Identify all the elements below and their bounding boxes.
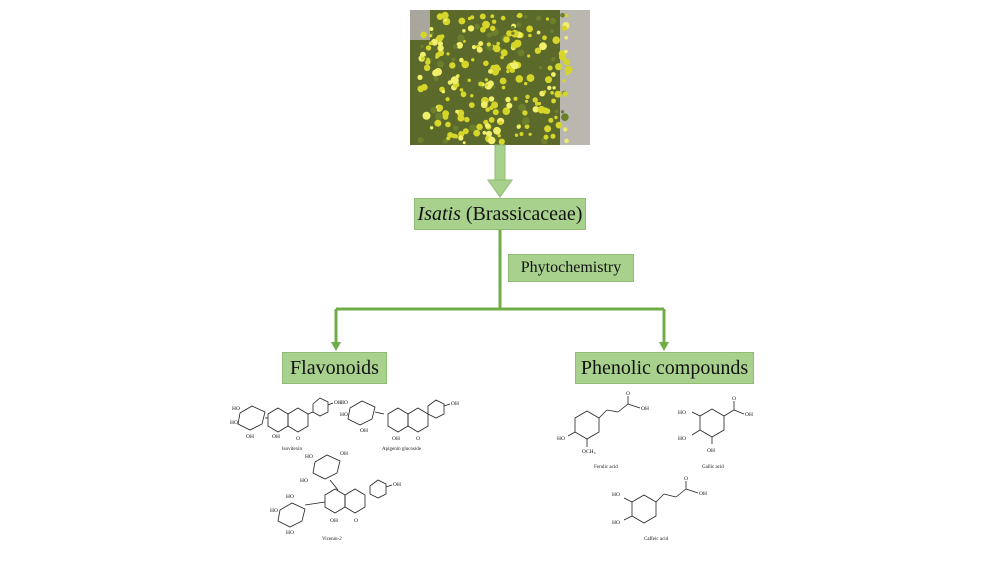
svg-text:HO: HO (678, 410, 686, 416)
svg-text:OH: OH (707, 448, 715, 454)
svg-text:OH: OH (393, 482, 401, 488)
svg-text:OH: OH (334, 400, 342, 406)
svg-text:O: O (354, 518, 358, 524)
svg-text:HO: HO (286, 494, 294, 500)
svg-text:OH: OH (392, 436, 400, 442)
isatis-node: Isatis (Brassicaceae) (414, 198, 586, 230)
genus-name: Isatis (417, 202, 461, 225)
caffeic-acid-structure: HO HO O OH (612, 476, 707, 526)
svg-text:O: O (732, 396, 736, 402)
svg-text:HO: HO (300, 478, 308, 484)
isatis-plant-photo (410, 10, 590, 145)
flavonoids-node: Flavonoids (282, 352, 387, 384)
svg-text:HO: HO (340, 400, 348, 406)
svg-text:OH: OH (641, 406, 649, 412)
ferulic-acid-label: Ferulic acid (594, 465, 618, 470)
svg-text:OH: OH (745, 412, 753, 418)
yellow-flowers-photo (410, 10, 590, 145)
svg-text:HO: HO (557, 436, 565, 442)
isovitexin-structure: HO HO OH OH OH O (230, 397, 342, 442)
gallic-acid-structure: HO HO OH O OH (678, 396, 753, 454)
svg-text:O: O (296, 436, 300, 442)
ferulic-acid-structure: HO OCH₃ O OH (557, 391, 649, 455)
svg-text:HO: HO (340, 412, 348, 418)
isovitexin-label: Isovitexin (282, 447, 302, 452)
svg-text:OH: OH (360, 428, 368, 434)
phytochemistry-node: Phytochemistry (508, 254, 634, 282)
apigenin-glucoside-structure: HO HO OH OH OH O (340, 399, 459, 442)
svg-text:HO: HO (305, 454, 313, 460)
svg-text:OH: OH (451, 401, 459, 407)
svg-text:HO: HO (612, 520, 620, 526)
svg-text:OH: OH (330, 518, 338, 524)
svg-text:OCH₃: OCH₃ (582, 449, 596, 455)
vicenin-structure: HO OH HO HO HO HO OH OH O (270, 451, 401, 536)
vicenin-label: Vicenin-2 (322, 537, 342, 542)
caffeic-acid-label: Caffeic acid (644, 537, 669, 542)
svg-text:HO: HO (286, 530, 294, 536)
gallic-acid-label: Gallic acid (702, 465, 724, 470)
svg-text:HO: HO (232, 406, 240, 412)
family-name: (Brassicaceae) (465, 202, 583, 225)
svg-text:HO: HO (612, 492, 620, 498)
svg-text:HO: HO (678, 436, 686, 442)
svg-text:O: O (684, 476, 688, 482)
svg-text:OH: OH (272, 434, 280, 440)
svg-text:OH: OH (246, 434, 254, 440)
svg-text:O: O (416, 436, 420, 442)
svg-text:HO: HO (230, 420, 238, 426)
apigenin-glucoside-label: Apigenin glucoside (382, 447, 422, 452)
svg-text:HO: HO (270, 508, 278, 514)
svg-text:O: O (626, 391, 630, 397)
svg-text:OH: OH (340, 451, 348, 457)
svg-text:OH: OH (699, 491, 707, 497)
phenolic-compounds-node: Phenolic compounds (575, 352, 754, 384)
